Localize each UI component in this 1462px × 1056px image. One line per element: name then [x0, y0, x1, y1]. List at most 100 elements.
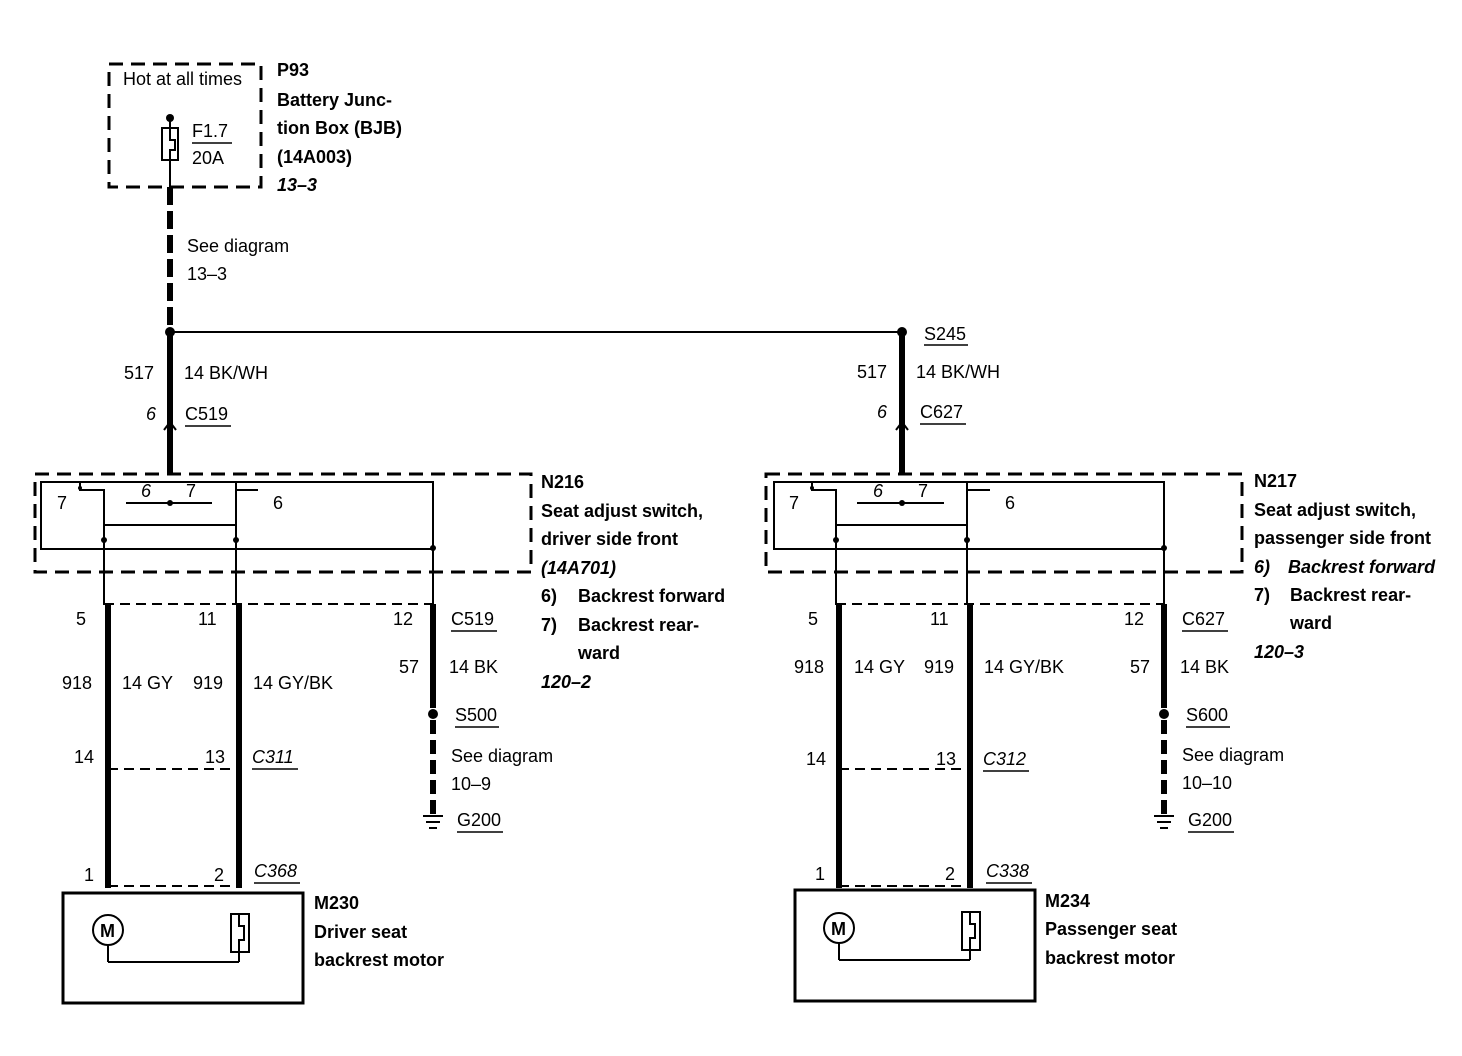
bjb-page: 13–3 — [277, 175, 317, 195]
feed-see-diagram-line1: See diagram — [187, 236, 289, 256]
right-switch-pos-7b: 7 — [918, 481, 928, 501]
left-pin-11: 11 — [198, 609, 217, 629]
bjb-part: (14A003) — [277, 147, 352, 167]
right-pin-5: 5 — [808, 609, 818, 629]
battery-junction-box: Hot at all times F1.7 20A P93 Battery Ju… — [107, 60, 402, 195]
right-pin-13: 13 — [936, 749, 956, 769]
right-pin-11: 11 — [930, 609, 949, 629]
left-feed-conn-chevron — [163, 420, 177, 431]
left-motor-symbol: M — [100, 921, 115, 941]
fuse-icon — [161, 114, 179, 187]
left-switch-outline — [33, 472, 533, 574]
left-switch-page: 120–2 — [541, 672, 591, 692]
right-feed-circuit: 517 — [857, 362, 887, 382]
right-wire-14gybk: 14 GY/BK — [984, 657, 1064, 677]
ground-icon — [423, 815, 443, 829]
right-note7-line2: ward — [1289, 613, 1332, 633]
feed-see-diagram-line2: 13–3 — [187, 264, 227, 284]
left-switch-part: (14A701) — [541, 558, 616, 578]
right-see-diagram-line1: See diagram — [1182, 745, 1284, 765]
right-switch-pos-6a: 6 — [873, 481, 884, 501]
left-pin-12: 12 — [393, 609, 413, 629]
left-switch-pos-6b: 6 — [273, 493, 283, 513]
left-motor-ref: M230 — [314, 893, 359, 913]
right-pin-12: 12 — [1124, 609, 1144, 629]
bjb-name-line1: Battery Junc- — [277, 90, 392, 110]
right-motor-outline — [793, 888, 1037, 1003]
right-switch-ref: N217 — [1254, 471, 1297, 491]
left-motor-name-line2: backrest motor — [314, 950, 444, 970]
left-thermal-breaker-icon — [230, 913, 250, 962]
left-note7-num: 7) — [541, 615, 557, 635]
right-note7-line1: Backrest rear- — [1290, 585, 1411, 605]
right-feed-pin: 6 — [877, 402, 888, 422]
right-feed-conn: C627 — [920, 402, 963, 422]
ground-icon — [1154, 815, 1174, 829]
right-wire-14bk: 14 BK — [1180, 657, 1229, 677]
left-switch-pos-6a: 6 — [141, 481, 152, 501]
right-motor-ref: M234 — [1045, 891, 1090, 911]
left-feed-conn: C519 — [185, 404, 228, 424]
left-note7-line2: ward — [577, 643, 620, 663]
right-motor-symbol: M — [831, 919, 846, 939]
left-circuit-57: 57 — [399, 657, 419, 677]
left-see-diagram-line1: See diagram — [451, 746, 553, 766]
right-splice-s600: S600 — [1186, 705, 1228, 725]
left-pin-2: 2 — [214, 865, 224, 885]
right-thermal-breaker-icon — [961, 911, 981, 960]
bjb-outline — [107, 62, 263, 189]
splice-dot-s245 — [897, 327, 907, 337]
right-pin-14: 14 — [806, 749, 826, 769]
right-switch-outline — [764, 472, 1244, 574]
right-splice-s600-dot — [1159, 709, 1169, 719]
right-c338-label: C338 — [986, 861, 1029, 881]
right-note6-num: 6) — [1254, 557, 1270, 577]
left-feed-pin: 6 — [146, 404, 157, 424]
bjb-name-line2: tion Box (BJB) — [277, 118, 402, 138]
right-switch-name-line1: Seat adjust switch, — [1254, 500, 1416, 520]
right-c312-label: C312 — [983, 749, 1026, 769]
left-c368-label: C368 — [254, 861, 297, 881]
left-see-diagram-line2: 10–9 — [451, 774, 491, 794]
right-motor-name-line1: Passenger seat — [1045, 919, 1177, 939]
right-ground-g200: G200 — [1188, 810, 1232, 830]
fuse-rating: 20A — [192, 148, 224, 168]
left-pin-1: 1 — [84, 865, 94, 885]
right-switch-pos-7a: 7 — [789, 493, 799, 513]
left-feed-wire-label: 14 BK/WH — [184, 363, 268, 383]
left-pin-5: 5 — [76, 609, 86, 629]
passenger-circuit: 517 14 BK/WH 6 C627 7 6 7 6 N217 Seat ad… — [764, 336, 1436, 1003]
splice-dot-left — [165, 327, 175, 337]
right-see-diagram-line2: 10–10 — [1182, 773, 1232, 793]
hot-at-all-times-label: Hot at all times — [123, 69, 242, 89]
left-note7-line1: Backrest rear- — [578, 615, 699, 635]
left-pin-13: 13 — [205, 747, 225, 767]
left-switch-pos-7b: 7 — [186, 481, 196, 501]
left-circuit-918: 918 — [62, 673, 92, 693]
left-splice-s500-dot — [428, 709, 438, 719]
right-motor-name-line2: backrest motor — [1045, 948, 1175, 968]
left-splice-s500: S500 — [455, 705, 497, 725]
right-switch-page: 120–3 — [1254, 642, 1304, 662]
left-circuit-919: 919 — [193, 673, 223, 693]
left-wire-14bk: 14 BK — [449, 657, 498, 677]
left-switch-name-line2: driver side front — [541, 529, 678, 549]
right-circuit-918: 918 — [794, 657, 824, 677]
left-feed-circuit: 517 — [124, 363, 154, 383]
left-switch-pos-7a: 7 — [57, 493, 67, 513]
fuse-id: F1.7 — [192, 121, 228, 141]
left-switch-name-line1: Seat adjust switch, — [541, 501, 703, 521]
left-wire-14gybk: 14 GY/BK — [253, 673, 333, 693]
right-circuit-919: 919 — [924, 657, 954, 677]
bjb-ref: P93 — [277, 60, 309, 80]
left-c311-label: C311 — [252, 747, 294, 767]
left-motor-name-line1: Driver seat — [314, 922, 407, 942]
right-note6-text: Backrest forward — [1288, 557, 1436, 577]
right-circuit-57: 57 — [1130, 657, 1150, 677]
left-motor-outline — [61, 891, 305, 1005]
left-switch-ref: N216 — [541, 472, 584, 492]
right-note7-num: 7) — [1254, 585, 1270, 605]
driver-circuit: 517 14 BK/WH 6 C519 7 6 7 6 N216 Seat ad… — [33, 336, 725, 1005]
